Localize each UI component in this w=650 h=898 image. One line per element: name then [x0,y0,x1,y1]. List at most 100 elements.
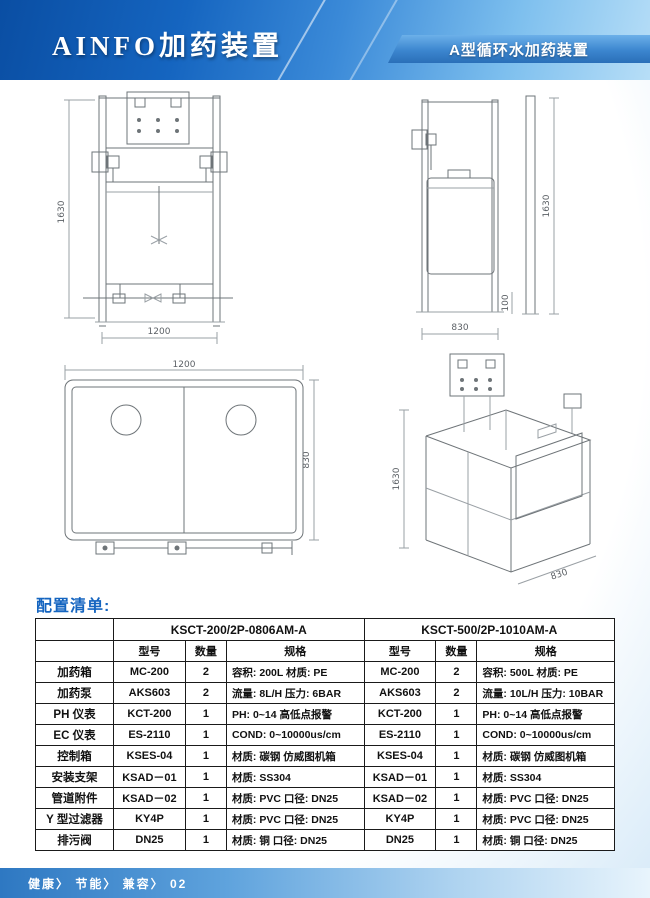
table-model-row: KSCT-200/2P-0806AM-A KSCT-500/2P-1010AM-… [34,618,615,641]
table-corner-cell [34,640,115,662]
front-view-drawing: 1630 [57,91,233,344]
iso-pump [563,393,582,433]
svg-text:830: 830 [302,451,312,468]
side-pump [411,129,437,170]
spec-cell: 容积: 200L 材质: PE [225,661,365,683]
col-header-spec: 规格 [476,640,615,662]
qty-cell: 1 [184,766,227,788]
model-cell: DN25 [113,829,186,851]
model-cell: AKS603 [363,682,437,704]
item-cell: 排污阀 [34,829,115,851]
table-row: PH 仪表 KCT-200 1 PH: 0~14 高低点报警 KCT-200 1… [34,703,615,725]
item-cell: 加药泵 [34,682,115,704]
config-list-heading: 配置清单: [36,598,111,615]
top-view-drawing: 1200 830 [64,360,319,555]
side-view-drawing: 1630 830 100 [411,95,559,340]
spec-cell: 材质: SS304 [476,766,615,788]
dosing-pump-right [199,151,228,182]
spec-cell: 材质: SS304 [225,766,365,788]
qty-cell: 1 [184,745,227,767]
qty-cell: 1 [435,724,478,746]
qty-cell: 2 [435,661,478,683]
model-cell: KSES-04 [363,745,437,767]
table-corner-cell [34,618,115,641]
config-table: KSCT-200/2P-0806AM-A KSCT-500/2P-1010AM-… [34,618,615,851]
front-dim-width: 1200 [101,327,218,344]
dosing-tank-side [426,169,495,275]
qty-cell: 1 [435,745,478,767]
table-row: 排污阀 DN25 1 材质: 铜 口径: DN25 DN25 1 材质: 铜 口… [34,829,615,851]
qty-cell: 2 [184,682,227,704]
col-header-qty: 数量 [435,640,478,662]
side-dim-base: 100 [501,292,513,314]
model-cell: KSAD－01 [113,766,186,788]
page-title: AINFO加药装置 [52,31,283,61]
svg-text:830: 830 [550,567,570,582]
spec-cell: 材质: PVC 口径: DN25 [225,808,365,830]
qty-cell: 1 [184,808,227,830]
spec-cell: 流量: 10L/H 压力: 10BAR [476,682,615,704]
iso-dim-width: 830 [517,555,597,585]
spec-cell: 材质: 碳钢 仿威图机箱 [476,745,615,767]
svg-text:1200: 1200 [173,360,196,370]
model-cell: KSES-04 [113,745,186,767]
qty-cell: 1 [435,766,478,788]
model-cell: KY4P [363,808,437,830]
table-row: 加药泵 AKS603 2 流量: 8L/H 压力: 6BAR AKS603 2 … [34,682,615,704]
model-cell: DN25 [363,829,437,851]
side-panel-edge [522,95,539,315]
qty-cell: 2 [184,661,227,683]
svg-text:100: 100 [501,294,511,311]
ribbon-label: A型循环水加药装置 [449,41,589,59]
svg-text:1630: 1630 [57,200,67,223]
spec-cell: 材质: PVC 口径: DN25 [476,787,615,809]
spec-cell: PH: 0~14 高低点报警 [225,703,365,725]
item-cell: Y 型过滤器 [34,808,115,830]
item-cell: 管道附件 [34,787,115,809]
top-dim-depth: 830 [302,379,319,541]
qty-cell: 1 [184,787,227,809]
model-cell: ES-2110 [363,724,437,746]
model-cell: KY4P [113,808,186,830]
item-cell: 控制箱 [34,745,115,767]
qty-cell: 2 [435,682,478,704]
model-cell: ES-2110 [113,724,186,746]
top-pumps-piping [95,541,293,555]
tank-top-outline [64,379,304,541]
front-control-panel [126,91,190,145]
header-ribbon: A型循环水加药装置 [388,35,650,63]
svg-text:830: 830 [451,323,468,333]
qty-cell: 1 [184,703,227,725]
item-cell: 加药箱 [34,661,115,683]
spec-cell: 材质: 铜 口径: DN25 [225,829,365,851]
isometric-view-drawing: 1630 [392,353,597,585]
spec-cell: 材质: PVC 口径: DN25 [476,808,615,830]
iso-frame [425,409,592,573]
footer-slogan: 健康〉 节能〉 兼容〉 02 [28,876,188,891]
item-cell: EC 仪表 [34,724,115,746]
model-cell: KCT-200 [363,703,437,725]
item-cell: 安装支架 [34,766,115,788]
front-dim-height: 1630 [57,99,95,319]
item-cell: PH 仪表 [34,703,115,725]
table-row: Y 型过滤器 KY4P 1 材质: PVC 口径: DN25 KY4P 1 材质… [34,808,615,830]
model-cell: KSAD－01 [363,766,437,788]
iso-tank [515,423,583,520]
table-row: EC 仪表 ES-2110 1 COND: 0~10000us/cm ES-21… [34,724,615,746]
qty-cell: 1 [435,829,478,851]
qty-cell: 1 [184,829,227,851]
svg-text:1630: 1630 [392,467,402,490]
page-header: AINFO加药装置 A型循环水加药装置 [0,0,650,98]
spec-cell: 材质: 铜 口径: DN25 [476,829,615,851]
qty-cell: 1 [435,808,478,830]
spec-cell: 容积: 500L 材质: PE [476,661,615,683]
dosing-pump-left [91,151,120,182]
side-frame [416,99,504,313]
top-dim-width: 1200 [64,360,304,380]
qty-cell: 1 [435,787,478,809]
qty-cell: 1 [184,724,227,746]
col-header-model: 型号 [363,640,437,662]
dosing-tank-front [105,181,214,285]
side-dim-width: 830 [421,323,499,340]
